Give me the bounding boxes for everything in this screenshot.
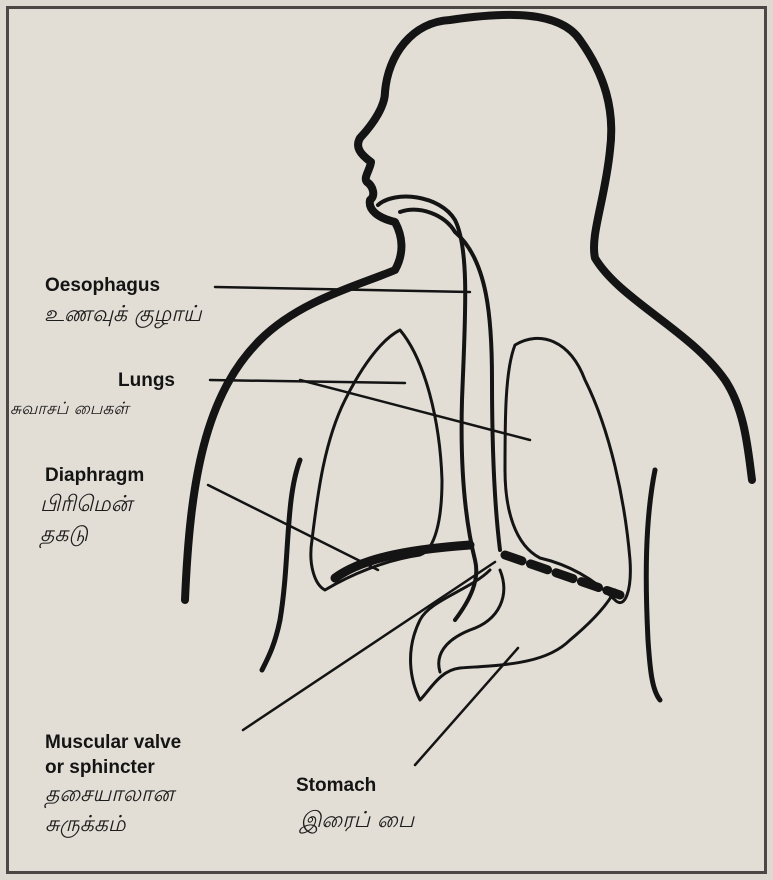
left-arm-line — [262, 460, 300, 670]
stomach-label: Stomach — [296, 774, 376, 798]
lungs-leader-right — [300, 380, 530, 440]
stomach-leader — [415, 648, 518, 765]
stomach-outline — [411, 570, 615, 700]
lungs-tamil-annotation: சுவாசப் பைகள் — [10, 396, 129, 422]
stomach-tamil-annotation: இரைப் பை — [300, 808, 414, 834]
diaphragm-label: Diaphragm — [45, 464, 144, 488]
oesophagus-label: Oesophagus — [45, 274, 160, 298]
right-arm-line — [646, 470, 660, 700]
valve-label-line1: Muscular valve — [45, 731, 181, 755]
valve-tamil-annotation-2: சுருக்கம் — [45, 812, 126, 838]
sphincter-dashes — [505, 555, 620, 595]
valve-leader — [243, 562, 495, 730]
valve-label-line2: or sphincter — [45, 756, 155, 780]
oesophagus-tamil-annotation: உணவுக் குழாய் — [44, 302, 202, 328]
lungs-label: Lungs — [118, 369, 175, 393]
valve-tamil-annotation-1: தசையாலான — [45, 782, 174, 808]
diaphragm-tamil-annotation-1: பிரிமென் தகடு — [40, 490, 160, 550]
body-outline — [185, 15, 752, 600]
